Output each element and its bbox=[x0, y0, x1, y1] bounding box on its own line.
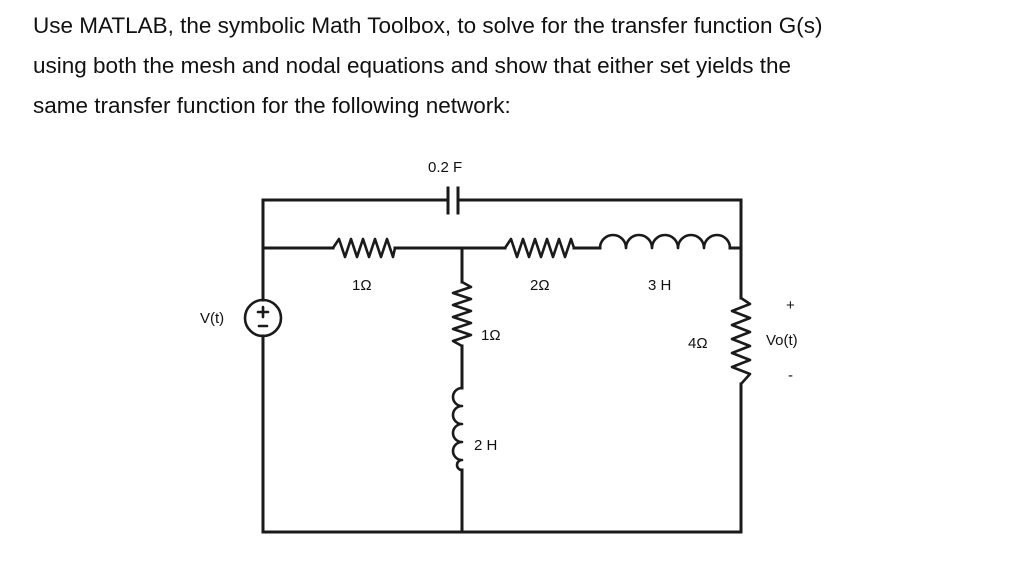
resistor-r1 bbox=[331, 237, 397, 259]
inductor-l2 bbox=[451, 386, 464, 472]
r2-label: 2Ω bbox=[530, 277, 550, 294]
capacitor-label: 0.2 F bbox=[428, 159, 462, 176]
inductor-l1 bbox=[598, 233, 732, 250]
resistor-r4 bbox=[730, 296, 752, 386]
output-minus: - bbox=[788, 367, 793, 384]
wire-top-right bbox=[456, 198, 743, 300]
resistor-r2 bbox=[503, 237, 576, 259]
problem-line-2: using both the mesh and nodal equations … bbox=[33, 53, 792, 78]
source-label: V(t) bbox=[200, 310, 224, 327]
capacitor-0-2f bbox=[446, 186, 460, 215]
r3-label: 1Ω bbox=[481, 327, 501, 344]
problem-line-1: Use MATLAB, the symbolic Math Toolbox, t… bbox=[33, 13, 823, 38]
r1-label: 1Ω bbox=[352, 277, 372, 294]
problem-statement: Use MATLAB, the symbolic Math Toolbox, t… bbox=[33, 6, 993, 126]
l1-label: 3 H bbox=[648, 277, 671, 294]
resistor-r3 bbox=[451, 280, 473, 348]
voltage-source bbox=[243, 298, 283, 338]
output-label: Vo(t) bbox=[766, 332, 798, 349]
l2-label: 2 H bbox=[474, 437, 497, 454]
problem-line-3: same transfer function for the following… bbox=[33, 93, 511, 118]
wires bbox=[261, 198, 743, 534]
output-plus: + bbox=[786, 297, 795, 314]
r4-label: 4Ω bbox=[688, 335, 708, 352]
